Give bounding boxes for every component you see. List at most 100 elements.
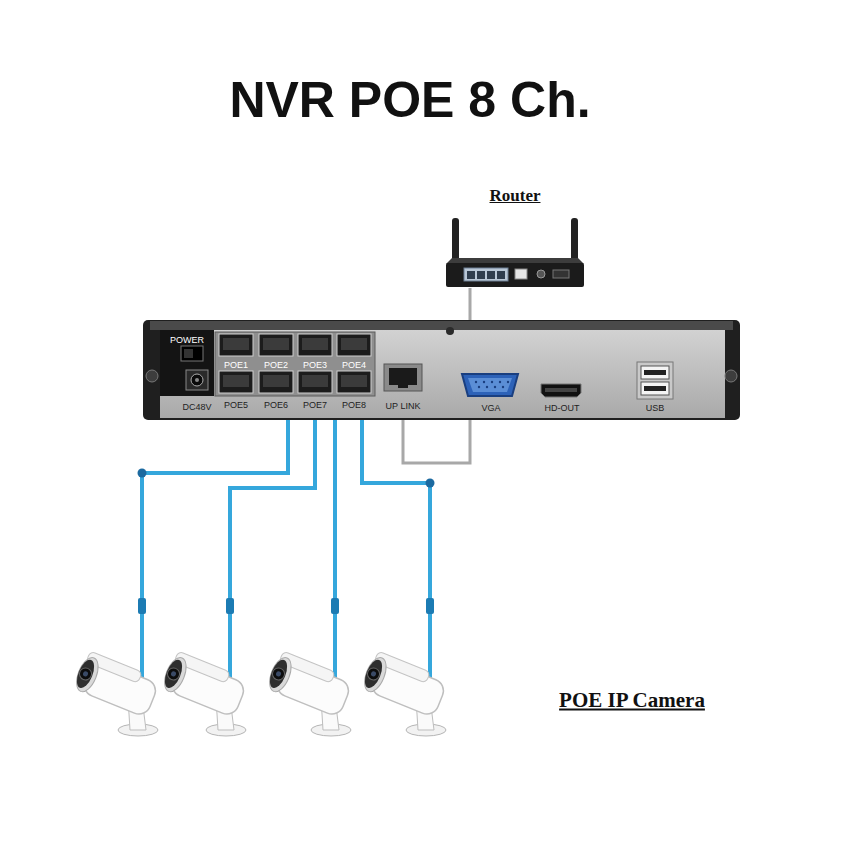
cable-connectors [138,469,435,615]
vga-connector [494,386,496,388]
camera-cables [230,418,315,678]
port-label: POE2 [264,360,288,370]
node-text: UP LINK [386,401,421,412]
camera-cables [362,418,430,678]
poe-port-block [223,375,249,387]
nvr-housing [143,320,740,420]
dc-jack [191,374,203,386]
router-illustration [537,270,545,278]
port-label: POE6 [264,400,288,410]
power-switch [181,346,203,361]
nvr-housing [143,320,740,420]
ip-camera [160,650,249,736]
port-label: POE3 [303,360,327,370]
cable-connectors [226,598,234,614]
vga-connector [475,381,477,383]
uplink-port [398,384,408,388]
uplink-port [384,364,422,391]
nvr-housing [725,370,737,382]
vga-connector [478,386,480,388]
power-switch [184,349,193,358]
port-label: HD-OUT [545,403,580,413]
vga-connector [462,374,518,396]
usb-ports [637,362,673,399]
usb-ports [641,382,669,395]
diagram-title: NVR POE 8 Ch. [229,72,590,128]
router-illustration [497,271,505,279]
ip-camera [72,650,161,736]
label-box: POWER [170,329,204,347]
uplink-port-node: UP LINK [382,362,425,414]
label-box: POE4 [342,354,366,372]
poe-port-block [337,334,371,356]
vga-connector [468,378,512,392]
label-box: POE2 [264,354,288,372]
vga-connector [499,381,501,383]
poe-port-block [259,371,293,393]
poe-port-block [337,371,371,393]
hdmi-port [545,388,577,392]
vga-connector [486,386,488,388]
router-node: Router [445,182,585,288]
vga-connector [491,381,493,383]
poe-port-block [215,332,375,396]
label-box: VGA [481,397,500,415]
nvr-housing [160,330,725,418]
label-box: USB [646,397,665,415]
usb-ports [637,362,673,399]
poe-port-block [263,375,289,387]
title-box: NVR POE 8 Ch. [229,71,590,129]
ip-cameras [72,650,449,736]
label-box: DC48V [182,396,211,414]
power-switch [181,346,203,361]
port-label: VGA [481,403,500,413]
cable-connectors [138,598,146,614]
vga-connector [462,374,518,396]
vga-connector [502,386,504,388]
vga-connector [475,381,509,388]
port-label: POE1 [224,360,248,370]
label-box: POE1 [224,354,248,372]
cable-connectors [138,469,147,478]
dc-jack [186,370,208,390]
port-label: USB [646,403,665,413]
port-label: DC48V [182,402,211,412]
poe-port-block [341,338,367,350]
router-illustration [553,270,569,278]
label-box: POE8 [342,394,366,412]
cable-connectors [331,598,339,614]
node-text: Router [490,186,541,206]
ip-camera [360,650,449,736]
poe-port-block [219,334,253,356]
poe-port-block [259,334,293,356]
cable-connectors [426,598,434,614]
port-label: POE8 [342,400,366,410]
port-label: POWER [170,335,204,345]
label-box: POE7 [303,394,327,412]
device-caption: POE IP Camera [559,688,705,712]
poe-port-block [341,375,367,387]
label-box: HD-OUT [545,397,580,415]
uplink-port [389,368,417,385]
vga-connector [507,381,509,383]
hdmi-port [541,384,581,397]
camera-cables [333,418,337,678]
vga-connector [483,381,485,383]
router-illustration [464,268,508,281]
uplink-port [384,364,422,391]
poe-port-block [302,338,328,350]
label-box: POE3 [303,354,327,372]
poe-port-block [298,371,332,393]
hdmi-port [541,384,581,397]
poe-port-block [302,375,328,387]
label-box: POE6 [264,394,288,412]
router-illustration [487,271,495,279]
usb-ports [644,386,666,391]
dc-jack [195,378,199,382]
router-illustration [467,271,475,279]
label-box: POE5 [224,394,248,412]
router-illustration [515,269,527,279]
poe-port-block [219,371,253,393]
camera-cables [142,418,288,678]
router-illustration [446,263,584,287]
